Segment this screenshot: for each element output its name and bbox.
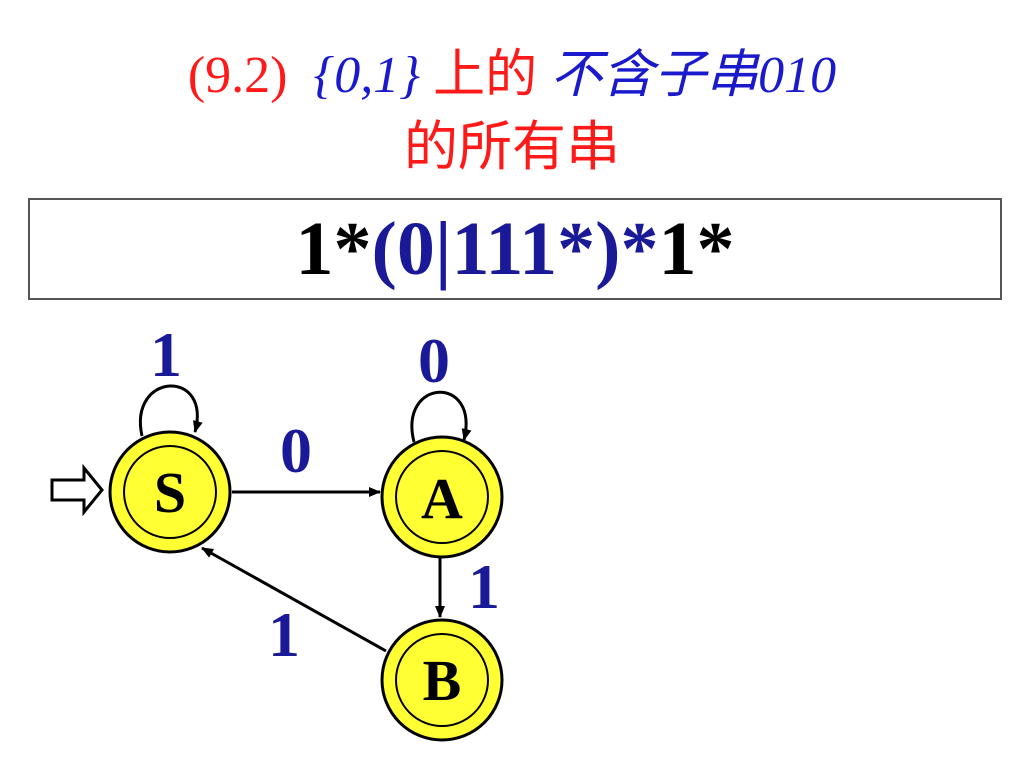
regex-box: 1*(0|111*)*1*: [28, 198, 1002, 300]
state-b-label: B: [423, 648, 462, 713]
title-line-2: 的所有串: [404, 115, 620, 178]
title-number: (9.2): [187, 47, 288, 104]
edge-label-a-loop: 0: [418, 325, 450, 396]
regex-part-1: 1*: [295, 206, 372, 291]
state-a-label: A: [421, 466, 463, 531]
state-b: B: [380, 618, 504, 742]
title-on-text: 上的: [433, 45, 538, 105]
edge-label-b-to-s: 1: [268, 599, 300, 670]
self-loop-a: [410, 390, 472, 443]
edge-label-s-loop: 1: [150, 319, 182, 390]
edge-label-s-to-a: 0: [280, 415, 312, 486]
state-s: S: [108, 430, 232, 554]
title-line-1: (9.2) {0,1} 上的 不含子串010: [0, 40, 1024, 111]
regex-part-2: (0|111*)*: [371, 206, 659, 291]
title-substring: 010: [758, 47, 837, 104]
title-alphabet-set: {0,1}: [313, 47, 421, 104]
start-arrow-icon: [50, 463, 104, 517]
edge-b-to-s: [201, 546, 387, 653]
title-phrase: 不含子串: [550, 45, 759, 105]
self-loop-s: [138, 384, 203, 437]
state-s-label: S: [154, 460, 186, 525]
state-a: A: [380, 435, 504, 559]
edge-label-a-to-b: 1: [468, 551, 500, 622]
regex-part-3: 1*: [658, 206, 735, 291]
